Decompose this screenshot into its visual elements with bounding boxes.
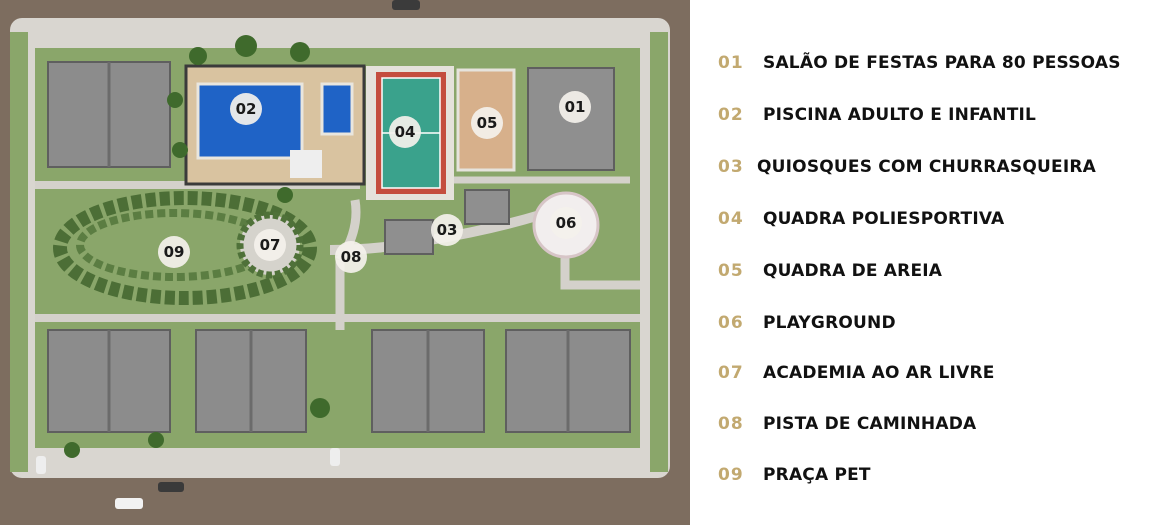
legend-item: 07 ACADEMIA AO AR LIVRE [690,358,1160,388]
marker-number: 05 [477,114,498,132]
legend-panel: 01 SALÃO DE FESTAS PARA 80 PESSOAS 02 PISCI… [690,0,1160,525]
marker-number: 01 [565,98,586,116]
marker-circle-icon [158,236,190,268]
marker-number: 03 [437,221,458,239]
legend-item: 02 PISCINA ADULTO E INFANTIL [690,100,1160,130]
legend-label: PRAÇA PET [763,465,871,485]
map-marker: 08 [335,241,367,273]
marker-number: 04 [395,123,416,141]
site-plan-map: 01 02 03 04 05 06 07 08 09 [0,0,690,525]
map-markers: 01 02 03 04 05 06 07 08 09 [158,91,591,273]
legend-number: 01 [718,53,744,73]
map-marker: 01 [559,91,591,123]
map-marker: 05 [471,107,503,139]
marker-number: 07 [260,236,281,254]
marker-number: 09 [164,243,185,261]
legend-number: 08 [718,414,744,434]
marker-number: 02 [236,100,257,118]
marker-circle-icon [471,107,503,139]
map-marker: 03 [431,214,463,246]
legend-item: 05 QUADRA DE AREIA [690,256,1160,286]
kids-pool [320,82,354,136]
walk-path-east [560,250,640,290]
marker-circle-icon [230,93,262,125]
marker-circle-icon [559,91,591,123]
grass-strip-right [650,32,668,472]
legend-number: 04 [718,209,744,229]
marker-circle-icon [431,214,463,246]
pet-square-hedge [53,191,317,305]
grass-strip-left [10,32,28,472]
marker-circle-icon [389,116,421,148]
map-marker: 07 [254,229,286,261]
site-plan-drawing: 01 02 03 04 05 06 07 08 09 [0,0,690,525]
legend-number: 05 [718,261,744,281]
legend-item: 08 PISTA DE CAMINHADA [690,409,1160,439]
palm-trees [64,35,330,458]
legend-number: 03 [718,157,744,177]
marker-number: 06 [556,214,577,232]
marker-circle-icon [550,207,582,239]
map-marker: 09 [158,236,190,268]
legend-item: 04 QUADRA POLIESPORTIVA [690,204,1160,234]
legend-label: QUADRA DE AREIA [763,261,943,281]
marker-circle-icon [335,241,367,273]
legend-item: 01 SALÃO DE FESTAS PARA 80 PESSOAS [690,48,1160,78]
car [158,482,184,492]
kiosk-building [464,189,510,225]
legend-label: PLAYGROUND [763,313,896,333]
legend-item: 06 PLAYGROUND [690,308,1160,338]
pool-pergola [290,150,322,178]
legend-label: QUIOSQUES COM CHURRASQUEIRA [757,157,1096,177]
map-marker: 02 [230,93,262,125]
map-marker: 04 [389,116,421,148]
car [36,456,46,474]
legend-item: 09 PRAÇA PET [690,460,1160,490]
legend-label: PISCINA ADULTO E INFANTIL [763,105,1037,125]
car [330,448,340,466]
car [115,498,143,509]
legend-number: 02 [718,105,744,125]
marker-circle-icon [254,229,286,261]
legend-number: 09 [718,465,744,485]
legend-label: PISTA DE CAMINHADA [763,414,977,434]
legend-number: 06 [718,313,744,333]
car [392,0,420,10]
marker-number: 08 [341,248,362,266]
legend-number: 07 [718,363,744,383]
legend-label: ACADEMIA AO AR LIVRE [763,363,995,383]
legend-label: QUADRA POLIESPORTIVA [763,209,1005,229]
map-marker: 06 [550,207,582,239]
kiosk-building [384,219,434,255]
legend-item: 03 QUIOSQUES COM CHURRASQUEIRA [690,152,1160,182]
legend-label: SALÃO DE FESTAS PARA 80 PESSOAS [763,53,1121,73]
